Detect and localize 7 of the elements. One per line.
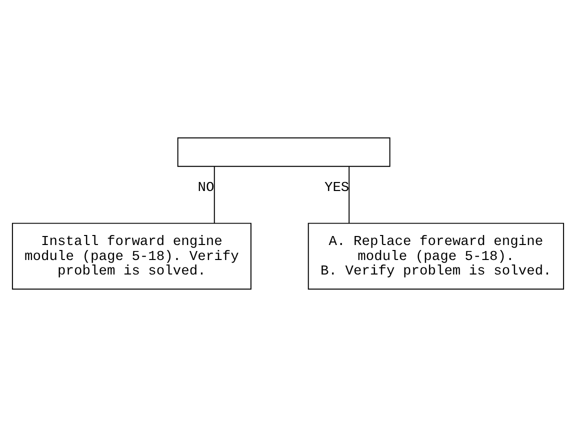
connector: [348, 166, 350, 223]
edge-label: YES: [324, 180, 350, 196]
node-box: [177, 136, 390, 166]
node-box: A. Replace foreward engine module (page 5-18). B. Verify problem is solved.: [308, 222, 564, 290]
node-box: Install forward engine module (page 5-18). Verify problem is solved.: [12, 222, 252, 290]
connector: [214, 166, 215, 223]
edge-label: NO: [198, 180, 214, 196]
